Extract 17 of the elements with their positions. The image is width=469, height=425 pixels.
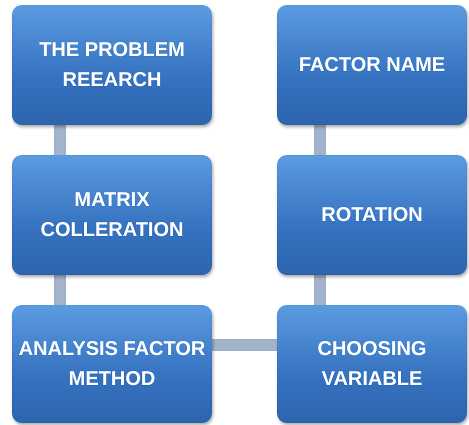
- connector-bar: [314, 275, 326, 305]
- connector-bar: [54, 125, 66, 155]
- process-box: [277, 155, 467, 275]
- box-label: ROTATION: [321, 203, 423, 228]
- process-box: [12, 305, 212, 423]
- box-label: CHOOSING VARIABLE: [316, 337, 428, 392]
- process-box: [12, 155, 212, 275]
- box-label: ANALYSIS FACTOR METHOD: [18, 337, 206, 392]
- process-box: [12, 5, 212, 125]
- box-label: THE PROBLEM REEARCH: [38, 38, 186, 93]
- process-box: [277, 5, 467, 125]
- box-label: MATRIX COLLERATION: [40, 188, 184, 243]
- box-label: FACTOR NAME: [298, 53, 446, 78]
- connector-bar: [54, 275, 66, 305]
- process-box: [277, 305, 467, 423]
- connector-bar: [314, 125, 326, 155]
- connector-bar: [212, 339, 277, 351]
